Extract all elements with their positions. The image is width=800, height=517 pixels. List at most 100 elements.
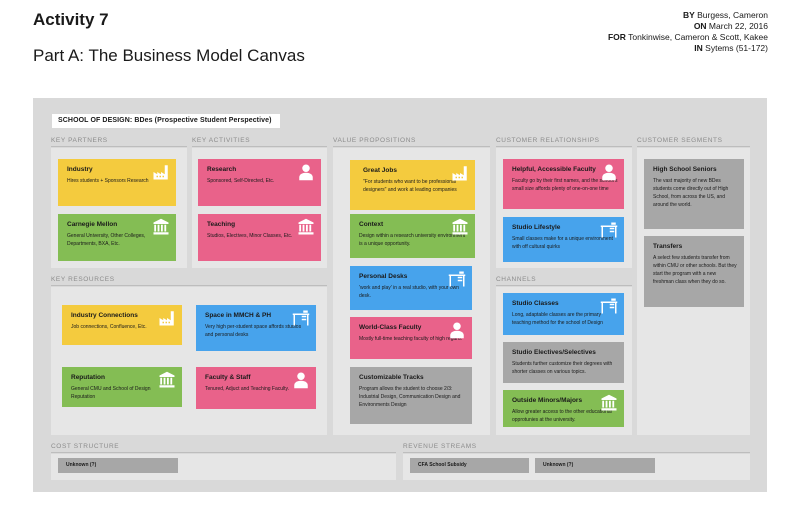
card-title: Great Jobs — [363, 167, 397, 174]
card-high-school-seniors[interactable]: High School Seniors The vast majority of… — [644, 159, 744, 229]
section-label-customer-relationships: CUSTOMER RELATIONSHIPS — [496, 137, 600, 144]
desk-icon — [600, 221, 618, 239]
institution-icon — [451, 218, 469, 236]
card-description: Hires students + Sponsors Research — [67, 178, 149, 184]
card-description: Allow greater access to the other educat… — [512, 409, 612, 423]
card-teaching[interactable]: Teaching Studios, Electives, Minor Class… — [198, 214, 321, 261]
factory-icon — [451, 164, 469, 182]
card-title: Carnegie Mellon — [67, 221, 118, 228]
institution-icon — [158, 371, 176, 389]
card-title: Research — [207, 166, 237, 173]
card-title: Transfers — [653, 243, 683, 250]
card-description: Tenured, Adjuct and Teaching Faculty. — [205, 386, 290, 392]
section-label-channels: CHANNELS — [496, 276, 537, 283]
card-description: Students further customize their degrees… — [512, 361, 613, 375]
card-customizable-tracks[interactable]: Customizable Tracks Program allows the s… — [350, 367, 472, 424]
section-divider — [333, 146, 490, 147]
card-studio-lifestyle[interactable]: Studio Lifestyle Small classes make for … — [503, 217, 624, 262]
section-divider — [192, 146, 327, 147]
card-description: Very high per-student space affords stud… — [205, 324, 302, 338]
card-title: Outside Minors/Majors — [512, 397, 583, 404]
desk-icon — [292, 309, 310, 327]
card-description: General University, Other Colleges, Depa… — [67, 233, 146, 247]
card-studio-electives[interactable]: Studio Electives/Selectives Students fur… — [503, 342, 624, 383]
factory-icon — [152, 163, 170, 181]
card-reputation[interactable]: Reputation General CMU and School of Des… — [62, 367, 182, 407]
card-context[interactable]: Context Design within a research univers… — [350, 214, 475, 258]
factory-icon — [158, 309, 176, 327]
card-description: Small classes make for a unique environm… — [512, 236, 613, 250]
card-description: "For students who want to be professiona… — [363, 179, 457, 193]
institution-icon — [297, 218, 315, 236]
card-title: Reputation — [71, 374, 105, 381]
card-title: Studio Classes — [512, 300, 559, 307]
card-description: The vast majority of new BDes students c… — [653, 178, 729, 208]
card-title: Context — [359, 221, 384, 228]
desk-icon — [448, 270, 466, 288]
card-carnegie-mellon[interactable]: Carnegie Mellon General University, Othe… — [58, 214, 176, 261]
card-industry-connections[interactable]: Industry Connections Job connections, Co… — [62, 305, 182, 345]
card-title: Teaching — [207, 221, 236, 228]
card-helpful-faculty[interactable]: Helpful, Accessible Faculty Faculty go b… — [503, 159, 624, 209]
card-world-class-faculty[interactable]: World-Class Faculty Mostly full-time tea… — [350, 317, 472, 359]
section-label-key-partners: KEY PARTNERS — [51, 137, 108, 144]
card-description: 'work and play' in a real studio, with y… — [359, 285, 460, 299]
section-label-customer-segments: CUSTOMER SEGMENTS — [637, 137, 723, 144]
card-title: Helpful, Accessible Faculty — [512, 166, 596, 173]
card-faculty-staff[interactable]: Faculty & Staff Tenured, Adjuct and Teac… — [196, 367, 316, 409]
card-title: High School Seniors — [653, 166, 717, 173]
card-transfers[interactable]: Transfers A select few students transfer… — [644, 236, 744, 307]
section-divider — [403, 452, 750, 453]
card-description: Sponsored, Self-Directed, Etc. — [207, 178, 275, 184]
person-icon — [448, 321, 466, 339]
card-personal-desks[interactable]: Personal Desks 'work and play' in a real… — [350, 266, 472, 310]
section-divider — [51, 146, 187, 147]
card-description: Design within a research university envi… — [359, 233, 466, 247]
card-description: Studios, Electives, Minor Classes, Etc. — [207, 233, 293, 239]
person-icon — [297, 163, 315, 181]
page-title: Activity 7 — [33, 10, 109, 29]
desk-icon — [600, 297, 618, 315]
card-description: Mostly full-time teaching faculty of hig… — [359, 336, 463, 342]
card-studio-classes[interactable]: Studio Classes Long, adaptable classes a… — [503, 293, 624, 335]
page-subtitle: Part A: The Business Model Canvas — [33, 46, 305, 65]
card-space-mmch[interactable]: Space in MMCH & PH Very high per-student… — [196, 305, 316, 351]
section-divider — [637, 146, 750, 147]
person-icon — [292, 371, 310, 389]
card-research[interactable]: Research Sponsored, Self-Directed, Etc. — [198, 159, 321, 206]
section-divider — [496, 285, 632, 286]
revenue-item-cfa-subsidy[interactable]: CFA School Subsidy — [410, 458, 529, 473]
cost-item-unknown[interactable]: Unknown (?) — [58, 458, 178, 473]
card-title: Space in MMCH & PH — [205, 312, 272, 319]
card-description: General CMU and School of Design Reputat… — [71, 386, 151, 400]
section-label-key-resources: KEY RESOURCES — [51, 276, 115, 283]
meta-on: ON March 22, 2016 — [693, 21, 768, 31]
section-divider — [496, 146, 632, 147]
card-description: Faculty go by their first names, and the… — [512, 178, 618, 192]
card-title: Customizable Tracks — [359, 374, 424, 381]
section-label-revenue-streams: REVENUE STREAMS — [403, 443, 477, 450]
card-great-jobs[interactable]: Great Jobs "For students who want to be … — [350, 160, 475, 210]
card-title: World-Class Faculty — [359, 324, 422, 331]
section-label-cost-structure: COST STRUCTURE — [51, 443, 120, 450]
revenue-item-unknown[interactable]: Unknown (?) — [535, 458, 655, 473]
card-outside-minors[interactable]: Outside Minors/Majors Allow greater acce… — [503, 390, 624, 427]
institution-icon — [152, 218, 170, 236]
card-description: Long, adaptable classes are the primary … — [512, 312, 603, 326]
card-description: A select few students transfer from with… — [653, 255, 737, 285]
card-title: Faculty & Staff — [205, 374, 251, 381]
meta-in: IN Sytems (51-172) — [694, 43, 768, 53]
card-title: Studio Lifestyle — [512, 224, 561, 231]
section-divider — [51, 285, 327, 286]
card-description: Program allows the student to choose 2/3… — [359, 386, 461, 408]
meta-for: FOR Tonkinwise, Cameron & Scott, Kakee — [607, 32, 768, 42]
section-label-key-activities: KEY ACTIVITIES — [192, 137, 251, 144]
card-title: Industry — [67, 166, 93, 173]
card-industry[interactable]: Industry Hires students + Sponsors Resea… — [58, 159, 176, 206]
section-divider — [51, 452, 396, 453]
card-title: Personal Desks — [359, 273, 408, 280]
institution-icon — [600, 394, 618, 412]
section-label-value-propositions: VALUE PROPOSITIONS — [333, 137, 416, 144]
card-title: Studio Electives/Selectives — [512, 349, 596, 356]
card-description: Job connections, Confluence, Etc. — [71, 324, 147, 330]
